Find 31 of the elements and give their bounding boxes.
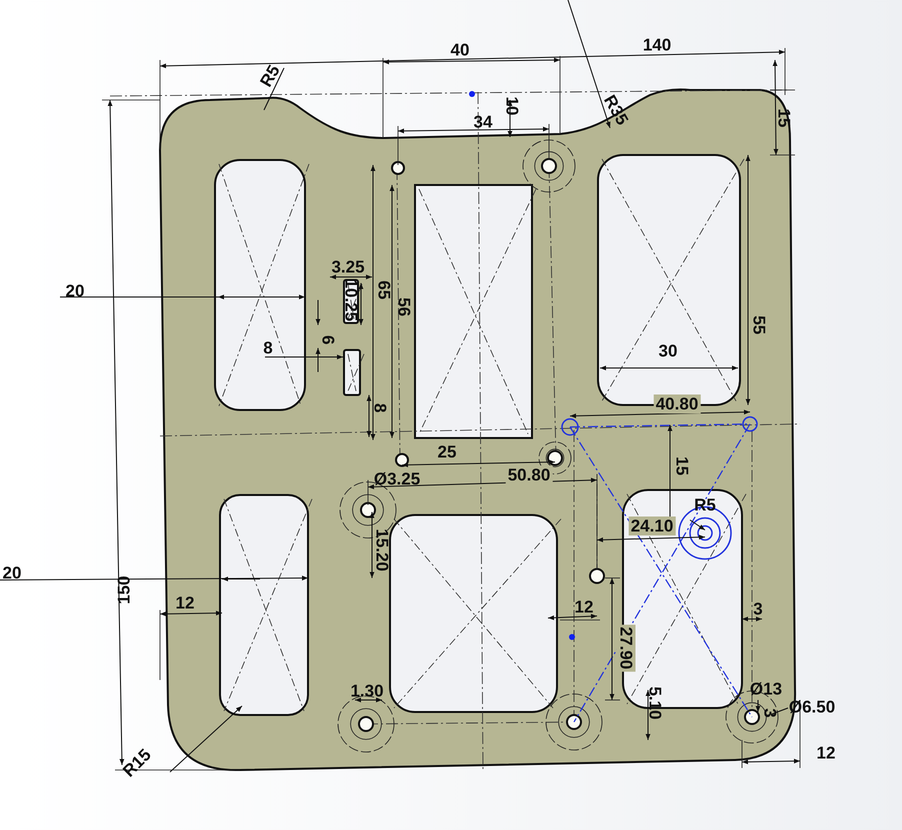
dimension-value: Ø13 xyxy=(750,680,782,698)
dimension-value: 65 xyxy=(376,280,392,300)
dimension-value: R15 xyxy=(120,746,154,780)
dimension-value: 3.25 xyxy=(331,258,365,276)
dimension-value: 12 xyxy=(574,598,594,616)
dimension-value: 10.25 xyxy=(342,278,360,322)
dimension-value: 40.80 xyxy=(654,394,700,414)
dimension-value: 30 xyxy=(658,342,678,360)
dimension-value: 6 xyxy=(320,335,336,345)
dimension-value: 3 xyxy=(753,600,763,618)
dimension-value: 27.90 xyxy=(616,624,636,672)
dimension-value: 20 xyxy=(66,282,84,300)
dimension-value: 20 xyxy=(2,564,22,582)
dimension-value: 15 xyxy=(674,456,690,476)
dimension-value: 8 xyxy=(263,340,273,356)
dimension-value: 40 xyxy=(450,42,470,58)
dimension-value: R5 xyxy=(257,62,283,90)
dimension-value: 55 xyxy=(750,316,768,334)
dimension-value: 8 xyxy=(372,403,388,413)
dimension-value: 1.30 xyxy=(350,682,384,700)
dimension-value: 15.20 xyxy=(374,528,390,572)
dimension-value: 3 xyxy=(762,708,778,718)
dimension-value: 56 xyxy=(396,298,412,316)
dimension-value: 34 xyxy=(474,114,492,130)
dimension-value: 24.10 xyxy=(628,516,676,536)
dimension-value: 12 xyxy=(176,594,194,612)
dimension-value: 5.10 xyxy=(646,686,664,720)
dimension-value: 50.80 xyxy=(506,466,552,484)
dimension-value: 140 xyxy=(642,36,672,54)
dimension-value: Ø3.25 xyxy=(374,470,420,488)
dimension-value: 12 xyxy=(816,744,836,762)
